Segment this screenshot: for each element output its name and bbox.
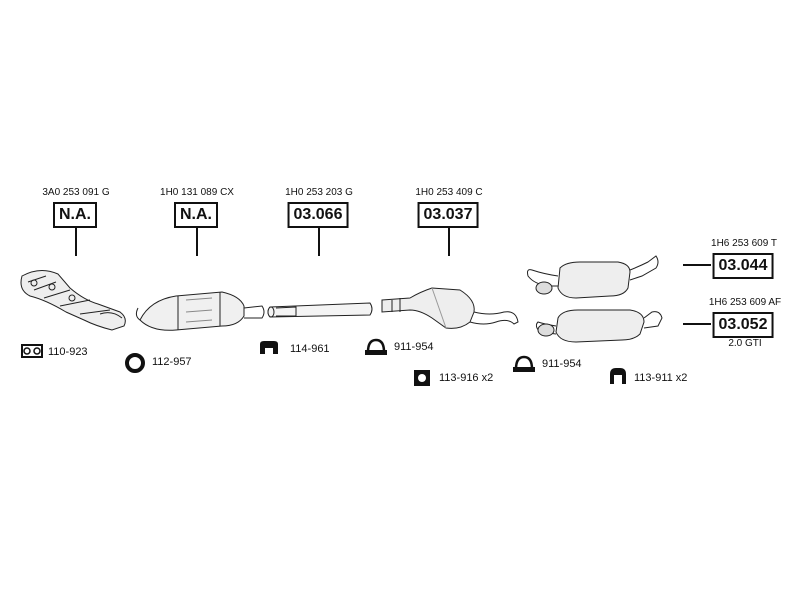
part-number-box[interactable]: 03.052 <box>712 312 774 338</box>
part-number-box[interactable]: N.A. <box>53 202 97 228</box>
oe-number: 1H6 253 609 T <box>711 238 777 249</box>
oe-number: 1H0 253 409 C <box>415 187 483 198</box>
variant-note: 2.0 GTI <box>728 338 762 349</box>
part-number-box[interactable]: 03.037 <box>417 202 479 228</box>
accessory-label: 112-957 <box>152 356 192 368</box>
rear-silencer-af-drawing <box>535 309 663 343</box>
part-number-box[interactable]: 03.044 <box>712 253 774 279</box>
front-pipe-drawing <box>267 302 373 318</box>
oe-number: 1H6 253 609 AF <box>708 297 782 308</box>
accessory-label: 911-954 <box>394 341 434 353</box>
gasket-icon <box>21 344 43 358</box>
oe-number: 1H0 131 089 CX <box>160 187 234 198</box>
accessory-label: 110-923 <box>48 346 88 358</box>
rear-silencer-t-drawing <box>527 255 659 299</box>
leader-line <box>75 228 77 256</box>
rubber-mount-icon <box>414 370 430 386</box>
u-clamp-icon <box>513 355 535 372</box>
manifold-drawing <box>20 270 126 331</box>
part-number-box[interactable]: N.A. <box>174 202 218 228</box>
oe-number: 1H0 253 203 G <box>285 187 353 198</box>
part-number-box[interactable]: 03.066 <box>287 202 349 228</box>
leader-line <box>683 264 711 266</box>
accessory-label: 911-954 <box>542 358 582 370</box>
leader-line <box>196 228 198 256</box>
leader-line <box>683 323 711 325</box>
accessory-label: 114-961 <box>290 343 330 355</box>
hanger-icon <box>610 368 626 384</box>
accessory-label: 113-916 x2 <box>439 372 494 384</box>
accessory-label: 113-911 x2 <box>634 372 688 384</box>
catalytic-converter-drawing <box>135 291 265 331</box>
leader-line <box>448 228 450 256</box>
leader-line <box>318 228 320 256</box>
oe-number: 3A0 253 091 G <box>42 187 110 198</box>
ring-gasket-icon <box>125 353 145 373</box>
middle-silencer-drawing <box>381 287 519 329</box>
u-clamp-icon <box>365 338 387 355</box>
clamp-bracket-icon <box>260 341 278 354</box>
